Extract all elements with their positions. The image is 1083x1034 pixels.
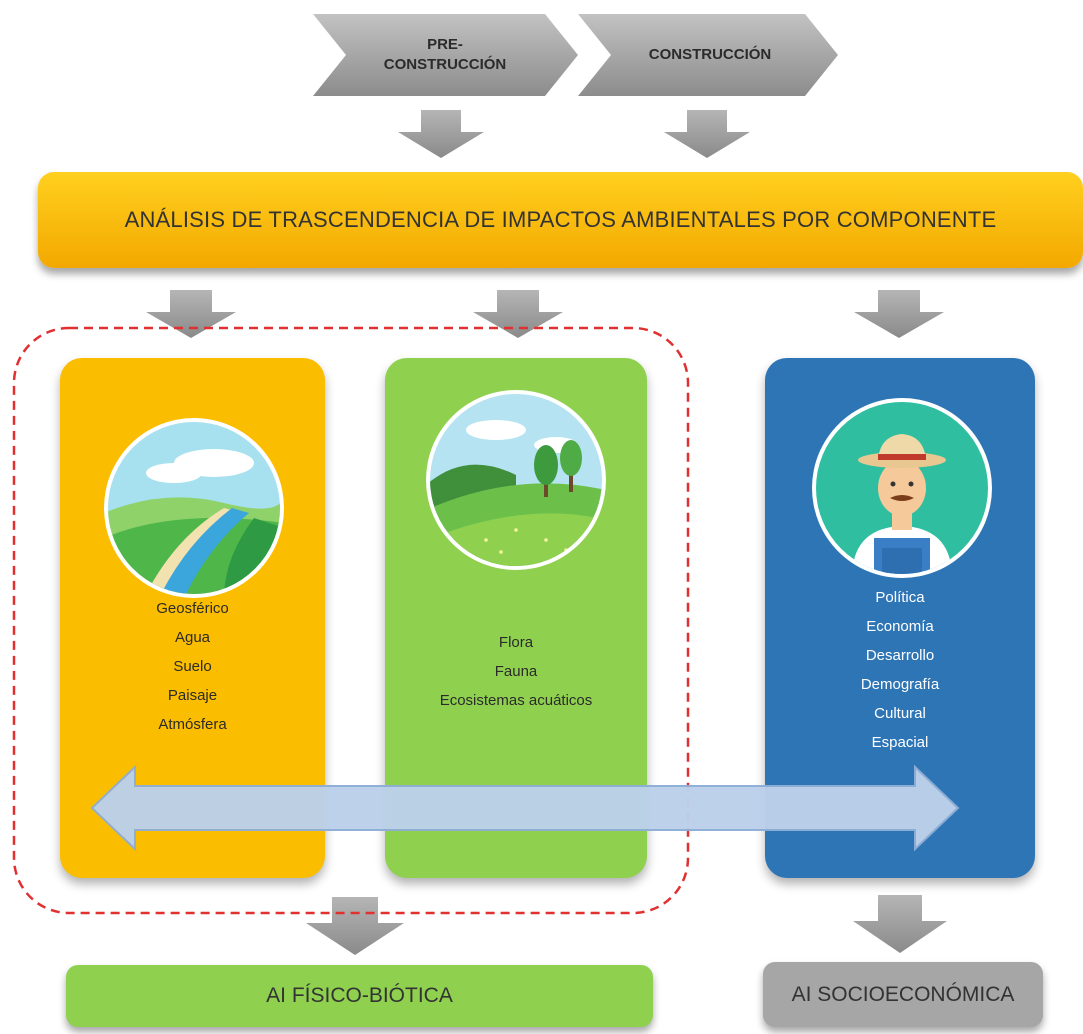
phase-label-construccion: CONSTRUCCIÓN: [648, 45, 772, 63]
list-item: Geosférico: [156, 600, 229, 617]
hills-trees-icon: [426, 390, 606, 570]
list-item: Cultural: [874, 705, 926, 722]
output-ai-socioeconomica: AI SOCIOECONÓMICA: [763, 962, 1043, 1027]
analysis-banner: ANÁLISIS DE TRASCENDENCIA DE IMPACTOS AM…: [38, 172, 1083, 268]
list-item: Política: [875, 589, 925, 606]
list-item: Atmósfera: [158, 716, 227, 733]
down-arrow-construccion: [664, 110, 750, 158]
down-arrow-pre: [398, 110, 484, 158]
down-arrow-fisico-biotica: [306, 897, 404, 955]
list-item: Agua: [174, 629, 211, 646]
farmer-icon: [812, 398, 992, 578]
down-arrow-col-3: [854, 290, 944, 338]
list-item: Espacial: [871, 734, 929, 751]
output-ai-fisico-biotica: AI FÍSICO-BIÓTICA: [66, 965, 653, 1027]
pre-construction-chevron: [313, 14, 578, 96]
list-item: Flora: [498, 634, 534, 651]
list-item: Paisaje: [167, 687, 218, 704]
list-item: Economía: [866, 618, 934, 635]
down-arrow-col-2: [473, 290, 563, 338]
construction-chevron: [578, 14, 838, 96]
list-item: Desarrollo: [865, 647, 935, 664]
river-landscape-icon: [104, 418, 284, 598]
list-item: Demografía: [860, 676, 940, 693]
down-arrow-socioeconomica: [853, 895, 947, 953]
list-item: Suelo: [173, 658, 212, 675]
phase-label-pre-construccion: PRE- CONSTRUCCIÓN: [383, 35, 507, 73]
phase-chevrons: [313, 14, 838, 96]
down-arrow-col-1: [146, 290, 236, 338]
component-column-geosferico: Geosférico Agua Suelo Paisaje Atmósfera: [60, 358, 325, 878]
list-item: Ecosistemas acuáticos: [439, 692, 593, 709]
list-item: Fauna: [494, 663, 538, 680]
